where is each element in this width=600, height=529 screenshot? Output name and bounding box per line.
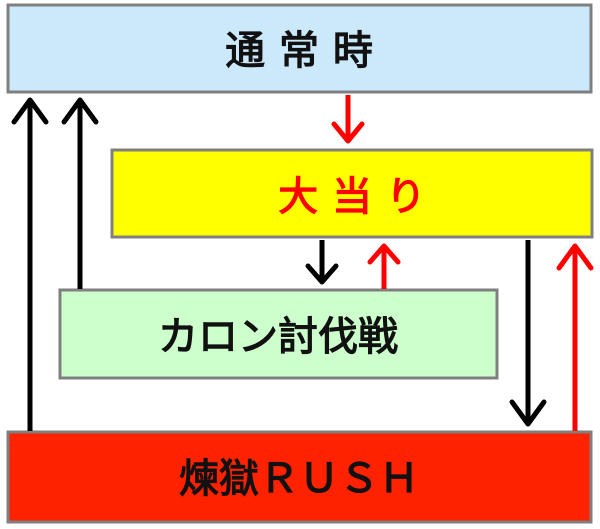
arrow-jackpot-to-rush (509, 240, 547, 427)
arrow-rush-to-normal-left (11, 97, 49, 431)
arrow-karon-to-normal (61, 97, 99, 289)
normal-state-label: 通 常 時 (225, 28, 373, 74)
jackpot-state-label: 大 当 り (278, 174, 426, 220)
arrow-rush-to-jackpot (556, 243, 594, 431)
normal-state-box (6, 3, 593, 94)
rush-state-box (6, 430, 593, 524)
arrow-jackpot-to-karon (305, 240, 339, 285)
jackpot-state-box (110, 148, 594, 239)
rush-state-label: 煉獄ＲＵＳＨ (179, 456, 419, 502)
karon-battle-box (58, 288, 499, 380)
arrow-normal-to-jackpot (331, 95, 365, 144)
arrow-karon-to-jackpot (367, 243, 401, 289)
karon-battle-label: カロン討伐戦 (158, 314, 398, 360)
